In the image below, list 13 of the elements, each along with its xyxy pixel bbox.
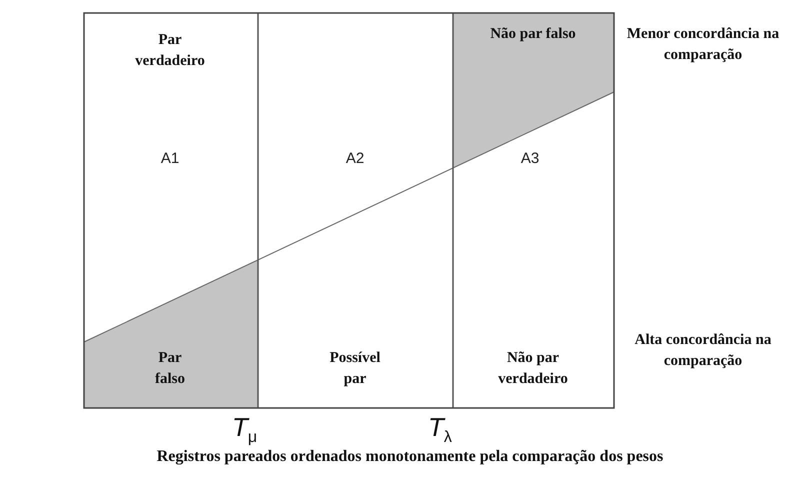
- area-label: A2: [344, 150, 366, 167]
- axis-end-label: Menor concordância na comparação: [626, 25, 780, 65]
- area-label: A1: [160, 150, 180, 167]
- region-label: Possível par: [328, 349, 382, 389]
- region-label: Não par verdadeiro: [497, 349, 569, 389]
- caption: Registros pareados ordenados monotonamente pela comparação dos pesos: [156, 447, 664, 467]
- area-label: A3: [520, 150, 540, 167]
- region-label: Par verdadeiro: [134, 31, 206, 71]
- axis-end-label: Alta concordância na comparação: [634, 331, 772, 371]
- threshold-label: T$_{μ}$: [232, 412, 258, 448]
- region-label: Par falso: [154, 349, 186, 389]
- threshold-label: T$_{λ}$: [428, 412, 453, 448]
- region-label: Não par falso: [489, 25, 577, 44]
